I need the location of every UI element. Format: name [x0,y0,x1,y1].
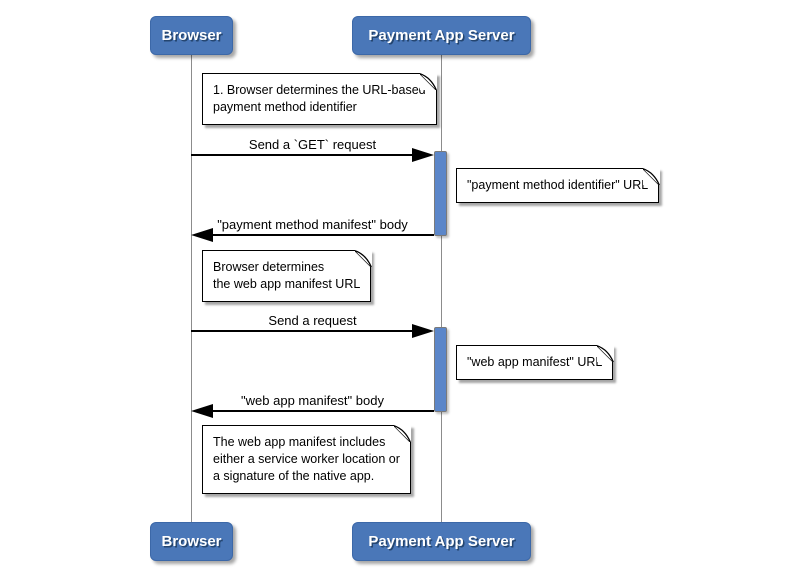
arrowhead-left-icon [191,404,213,418]
note-determine-web-app-manifest-url: Browser determines the web app manifest … [202,249,372,302]
note-text: "web app manifest" URL [467,355,603,369]
note-fold-icon [642,167,660,185]
message-pmm-body-line [212,234,434,236]
arrowhead-right-icon [412,324,434,338]
note-fold-icon [596,344,614,362]
browser-lifeline [191,55,192,522]
server-lifeline [441,55,442,522]
message-pmm-body-label: "payment method manifest" body [217,217,408,232]
actor-server-top: Payment App Server [352,16,531,55]
arrowhead-left-icon [191,228,213,242]
note-text: Browser determines the web app manifest … [213,260,361,291]
message-send-request-label: Send a request [268,313,357,328]
message-wam-body-line [212,410,434,412]
message-send-get-request-line [191,154,416,156]
note-text: 1. Browser determines the URL-based paym… [213,83,426,114]
note-text: The web app manifest includes either a s… [213,435,400,483]
note-determine-payment-method-identifier: 1. Browser determines the URL-based paym… [202,72,438,125]
note-fold-icon [354,249,372,267]
server-activation-bar-2 [434,327,447,412]
note-text: "payment method identifier" URL [467,178,649,192]
note-web-app-manifest-url: "web app manifest" URL [456,344,614,380]
arrowhead-right-icon [412,148,434,162]
actor-browser-bottom: Browser [150,522,233,561]
actor-browser-top: Browser [150,16,233,55]
note-web-app-manifest-contents: The web app manifest includes either a s… [202,424,412,494]
actor-server-bottom: Payment App Server [352,522,531,561]
message-send-get-request-label: Send a `GET` request [248,137,377,152]
note-fold-icon [420,72,438,90]
message-send-request-line [191,330,416,332]
note-payment-method-identifier-url: "payment method identifier" URL [456,167,660,203]
message-wam-body-label: "web app manifest" body [241,393,384,408]
note-fold-icon [394,424,412,442]
server-activation-bar-1 [434,151,447,236]
